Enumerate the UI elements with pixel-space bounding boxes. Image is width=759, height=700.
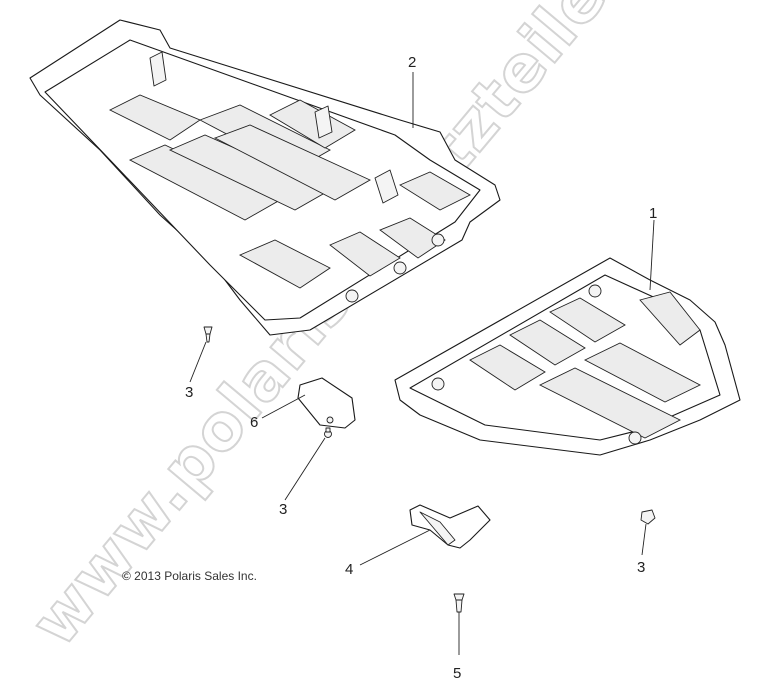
fastener-5 (453, 593, 465, 613)
callout-4: 4 (345, 561, 353, 578)
skid-plate-small-ribs (469, 291, 701, 439)
callout-2: 2 (408, 54, 416, 71)
fastener-3b (324, 427, 332, 438)
bracket-plate (297, 377, 356, 429)
copyright-notice: © 2013 Polaris Sales Inc. (122, 569, 257, 583)
callout-3-middle: 3 (279, 501, 287, 518)
skid-plate-large (29, 19, 501, 336)
callout-5: 5 (453, 665, 461, 682)
mounting-bracket (409, 504, 491, 549)
fastener-3c (640, 509, 656, 525)
callout-3-right: 3 (637, 559, 645, 576)
skid-plate-small (394, 257, 741, 456)
callout-1: 1 (649, 205, 657, 222)
leader-lines (189, 72, 655, 655)
fastener-3a (203, 326, 213, 343)
callout-6: 6 (250, 414, 258, 431)
callout-3-upper: 3 (185, 384, 193, 401)
skid-plate-large-ribs (108, 94, 471, 289)
